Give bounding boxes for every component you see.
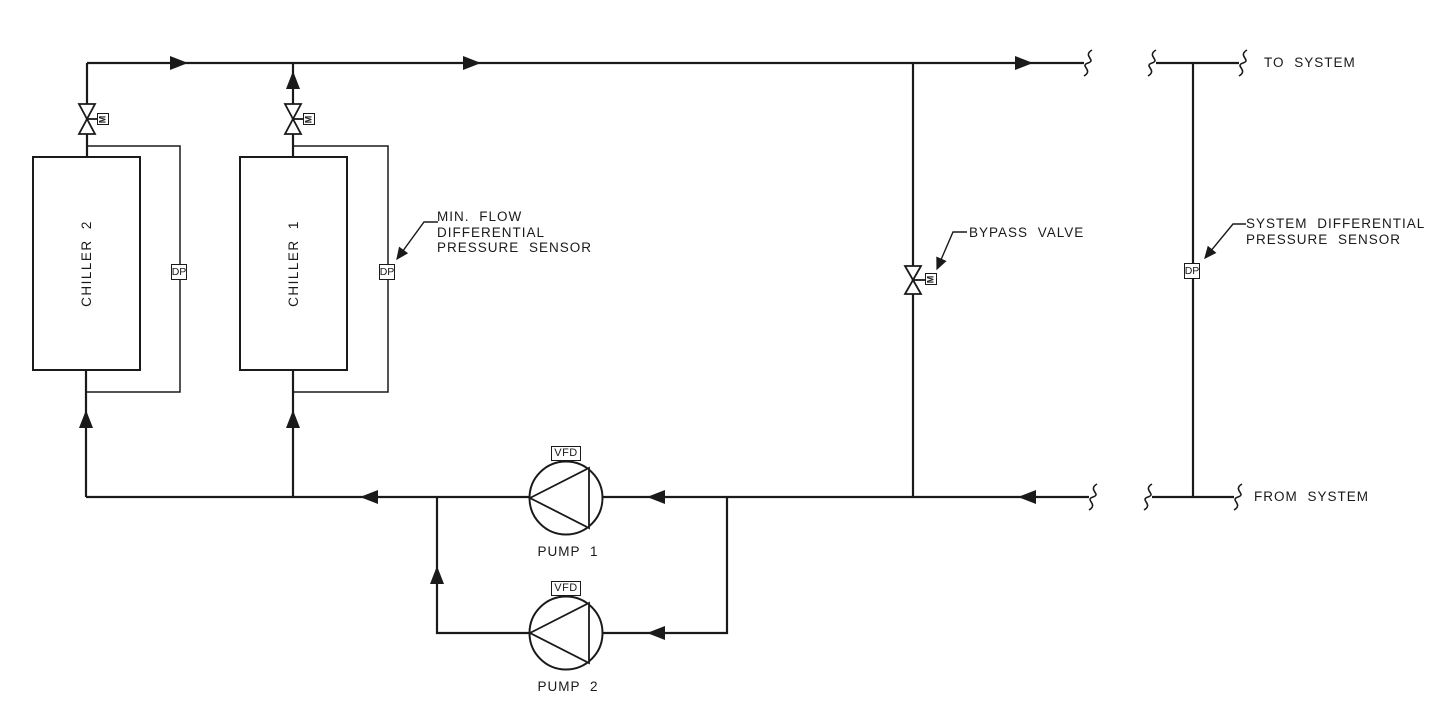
min-flow-dp-label-line2: DIFFERENTIAL [437,224,546,240]
pump-2-vfd-tag: VFD [554,582,578,594]
chiller-2-dp-sensor: DP [171,264,187,280]
min-flow-dp-label-line3: PRESSURE SENSOR [437,240,593,255]
chiller-2: CHILLER 2 [33,157,140,370]
chiller-2-dp-tag: DP [171,265,187,278]
chiller-1-isolation-valve [283,103,303,135]
bypass-valve-actuator: M [925,273,937,285]
bypass-valve-symbol [903,265,925,295]
min-flow-dp-label-line1: MIN. FLOW [437,209,523,224]
to-system-label: TO SYSTEM [1264,55,1356,70]
system-dp-label: SYSTEM DIFFERENTIAL PRESSURE SENSOR [1246,216,1425,247]
pump-2-label: PUMP 2 [537,679,599,694]
pipe-break-symbols [1083,49,1248,511]
chiller-2-body [32,156,141,371]
chiller-1-valve-actuator-tag: M [303,115,314,123]
pump-1-vfd-tag: VFD [554,447,578,459]
chiller-1-body [239,156,348,371]
min-flow-dp-tag: DP [379,265,395,278]
leader-lines [396,221,1246,271]
min-flow-dp-sensor: DP [379,264,395,280]
chiller-1-valve-actuator: M [303,113,315,125]
bypass-valve-actuator-tag: M [925,275,936,283]
pump-2-symbol [528,595,604,671]
system-dp-label-line2: PRESSURE SENSOR [1246,231,1402,247]
chiller-2-valve-actuator: M [97,113,109,125]
system-dp-sensor: DP [1184,263,1200,279]
pump-1-symbol [528,460,604,536]
flow-arrows [79,56,1036,640]
system-dp-tag: DP [1184,264,1200,277]
chiller-1-label: CHILLER 1 [286,220,301,307]
pump-1-vfd: VFD [551,446,581,461]
bypass-valve-label: BYPASS VALVE [969,225,1085,240]
pump-2-vfd: VFD [551,581,581,596]
chiller-1: CHILLER 1 [240,157,347,370]
system-dp-label-line1: SYSTEM DIFFERENTIAL [1246,216,1426,231]
chiller-2-valve-actuator-tag: M [97,115,108,123]
min-flow-dp-label: MIN. FLOW DIFFERENTIAL PRESSURE SENSOR [437,209,592,256]
pump-1-label: PUMP 1 [537,544,599,559]
chiller-2-label: CHILLER 2 [79,220,94,307]
chiller-2-isolation-valve [77,103,97,135]
from-system-label: FROM SYSTEM [1254,489,1370,504]
